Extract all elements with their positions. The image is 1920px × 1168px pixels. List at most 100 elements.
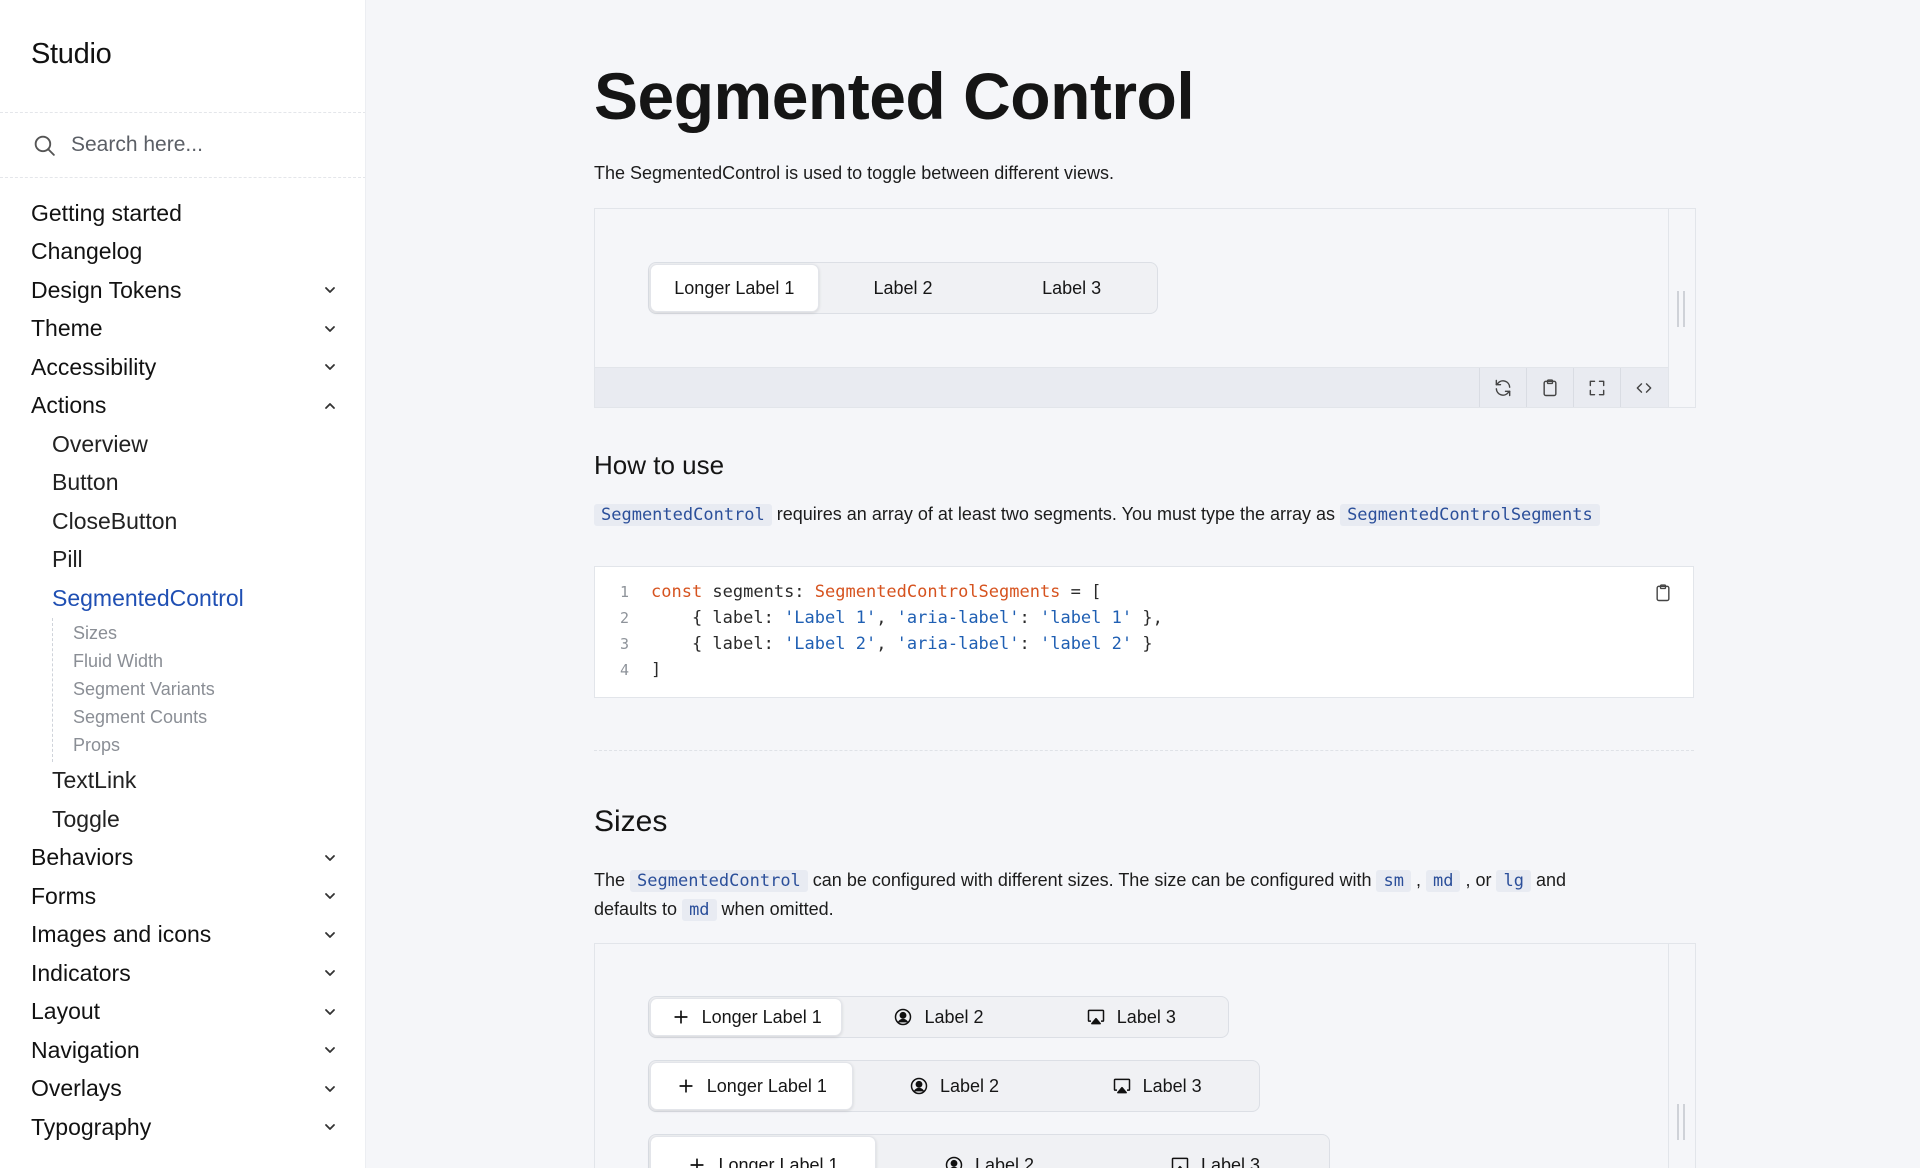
chevron-down-icon: [325, 364, 335, 370]
sidebar-subitem-overview[interactable]: Overview: [52, 430, 148, 457]
resize-handle[interactable]: [1668, 944, 1695, 1168]
sidebar-item-theme[interactable]: Theme: [0, 310, 365, 349]
section-link-fluid-width[interactable]: Fluid Width: [73, 651, 164, 671]
sizes-heading: Sizes: [594, 805, 668, 838]
sidebar-item-overlays[interactable]: Overlays: [0, 1070, 365, 1109]
segment-option[interactable]: Label 3: [1055, 1062, 1258, 1110]
airplay-icon: [1087, 1009, 1105, 1025]
sidebar-item-forms[interactable]: Forms: [0, 877, 365, 916]
grip-icon: [1677, 1104, 1685, 1140]
section-link-sizes[interactable]: Sizes: [73, 623, 118, 643]
resize-handle[interactable]: [1668, 209, 1695, 407]
sidebar-item-label: Images and icons: [31, 921, 212, 948]
segment-option[interactable]: Label 2: [842, 998, 1034, 1036]
sidebar-subitem-toggle[interactable]: Toggle: [52, 805, 120, 832]
chevron-down-icon: [325, 854, 335, 861]
segment-label: Longer Label 1: [701, 1006, 822, 1027]
how-to-use-text: SegmentedControl requires an array of at…: [594, 500, 1600, 529]
sidebar-item-changelog[interactable]: Changelog: [0, 233, 365, 272]
sidebar-item-images-and-icons[interactable]: Images and icons: [0, 916, 365, 955]
refresh-icon: [1495, 379, 1511, 396]
sidebar-item-label: Layout: [31, 998, 101, 1025]
show-code-button[interactable]: [1620, 368, 1667, 407]
copy-button[interactable]: [1526, 368, 1573, 407]
refresh-button[interactable]: [1479, 368, 1526, 407]
sidebar-item-label: Typography: [31, 1113, 152, 1140]
code-token: { label:: [651, 608, 785, 628]
text-fragment: ,: [1410, 870, 1426, 890]
search-input[interactable]: [71, 133, 331, 157]
fullscreen-button[interactable]: [1573, 368, 1620, 407]
code-token: 'aria-label': [896, 608, 1020, 628]
sidebar-item-typography[interactable]: Typography: [0, 1108, 365, 1147]
code-line: 2 { label: 'Label 1', 'aria-label': 'lab…: [595, 605, 1163, 631]
sizes-text: The SegmentedControl can be configured w…: [594, 866, 1694, 924]
sidebar-item-design-tokens[interactable]: Design Tokens: [0, 271, 365, 310]
line-number: 4: [619, 661, 629, 679]
segment-option[interactable]: Label 3: [1102, 1136, 1328, 1168]
sidebar-item-label: Theme: [31, 315, 103, 342]
text-fragment: requires an array of at least two segmen…: [771, 504, 1341, 524]
clipboard-icon[interactable]: [1653, 583, 1673, 603]
section-link-props[interactable]: Props: [73, 735, 121, 755]
sidebar-subitem-pill[interactable]: Pill: [52, 546, 83, 573]
line-number: 2: [619, 609, 629, 627]
code-token: 'Label 2': [784, 634, 877, 654]
chevron-down-icon: [325, 893, 335, 899]
sidebar-item-indicators[interactable]: Indicators: [0, 954, 365, 993]
code-token: :: [1019, 634, 1040, 654]
demo-playground: Longer Label 1 Label 2 Label 3: [594, 208, 1696, 408]
sidebar-item-label: Getting started: [31, 199, 182, 226]
segment-label: Label 3: [1142, 1075, 1202, 1096]
plus-icon: [690, 1158, 705, 1168]
chevron-down-icon: [325, 1047, 335, 1053]
sidebar-subitem-textlink[interactable]: TextLink: [52, 767, 137, 794]
grip-icon: [1677, 291, 1685, 327]
segment-label: Label 2: [924, 1006, 984, 1027]
text-fragment: The: [594, 870, 631, 890]
section-link-segment-variants[interactable]: Segment Variants: [73, 679, 215, 699]
sidebar-item-accessibility[interactable]: Accessibility: [0, 348, 365, 387]
page-title: Segmented Control: [594, 59, 1195, 133]
text-fragment: when omitted.: [716, 899, 834, 919]
segment-option[interactable]: Longer Label 1: [650, 1062, 853, 1110]
chevron-up-icon: [325, 402, 335, 409]
sizes-demo: Longer Label 1 Label 2 Label 3 Longer La…: [594, 943, 1696, 1168]
code-token: { label:: [651, 634, 785, 654]
segment-option[interactable]: Longer Label 1: [650, 264, 819, 312]
segment-option[interactable]: Label 3: [1042, 277, 1102, 298]
segmented-control-demo: Longer Label 1 Label 2 Label 3: [648, 262, 1158, 314]
segment-option[interactable]: Label 2: [873, 277, 933, 298]
section-link-segment-counts[interactable]: Segment Counts: [73, 707, 208, 727]
code-token: ,: [876, 634, 897, 654]
demo-toolbar: [595, 367, 1670, 407]
segment-option[interactable]: Label 2: [853, 1062, 1056, 1110]
user-circle-icon: [910, 1077, 928, 1095]
chevron-down-icon: [325, 325, 335, 332]
segment-option[interactable]: Label 3: [1035, 998, 1227, 1036]
code-line: 3 { label: 'Label 2', 'aria-label': 'lab…: [595, 631, 1153, 657]
sidebar-subitem-segmentedcontrol[interactable]: SegmentedControl: [52, 584, 244, 611]
user-circle-icon: [895, 1008, 912, 1026]
search-bar[interactable]: [0, 112, 365, 178]
brand-title[interactable]: Studio: [31, 38, 112, 70]
sidebar-item-getting-started[interactable]: Getting started: [0, 194, 365, 233]
sidebar-subitem-closebutton[interactable]: CloseButton: [52, 507, 178, 534]
inline-code: lg: [1496, 870, 1531, 892]
sidebar-subitem-button[interactable]: Button: [52, 469, 119, 496]
sidebar-item-behaviors[interactable]: Behaviors: [0, 839, 365, 878]
segment-option[interactable]: Longer Label 1: [650, 998, 843, 1036]
code-token: const: [651, 582, 703, 602]
code-token: 'Label 1': [784, 608, 877, 628]
sidebar-item-navigation[interactable]: Navigation: [0, 1031, 365, 1070]
segment-label: Longer Label 1: [706, 1075, 827, 1096]
sidebar-item-layout[interactable]: Layout: [0, 993, 365, 1032]
segment-option[interactable]: Label 2: [876, 1136, 1102, 1168]
segment-option[interactable]: Longer Label 1: [650, 1136, 876, 1168]
chevron-down-icon: [325, 1124, 335, 1130]
code-token: },: [1132, 608, 1163, 628]
sidebar-item-label: Forms: [31, 882, 97, 909]
segmented-control-lg: Longer Label 1 Label 2 Label 3: [648, 1134, 1330, 1168]
sidebar-item-actions[interactable]: Actions: [0, 387, 365, 426]
